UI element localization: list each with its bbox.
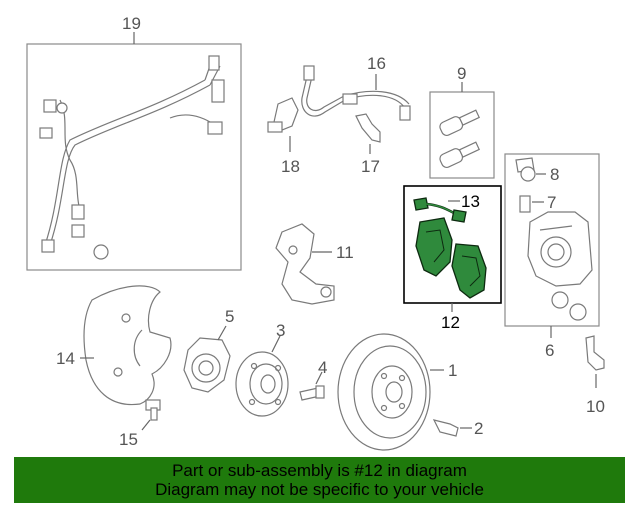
callout-11: 11 bbox=[336, 243, 354, 262]
part-14-splash-shield: 14 bbox=[56, 285, 172, 406]
callout-6: 6 bbox=[545, 341, 554, 360]
part-19-wiring-harness: 19 bbox=[26, 14, 242, 271]
callout-16: 16 bbox=[367, 54, 386, 73]
info-banner: Part or sub-assembly is #12 in diagram D… bbox=[14, 457, 625, 503]
callout-17: 17 bbox=[361, 157, 380, 176]
callout-8: 8 bbox=[550, 165, 559, 184]
callout-2: 2 bbox=[474, 419, 483, 438]
part-17-bracket: 17 bbox=[355, 113, 381, 176]
part-15-bolt: 15 bbox=[119, 399, 161, 449]
callout-1: 1 bbox=[448, 361, 457, 380]
callout-5: 5 bbox=[225, 307, 234, 326]
part-16-brake-hose: 16 bbox=[301, 54, 411, 121]
callout-15: 15 bbox=[119, 430, 138, 449]
callout-9: 9 bbox=[457, 64, 466, 83]
callout-12: 12 bbox=[441, 313, 460, 332]
part-9-guide-pin-kit: 9 bbox=[429, 64, 495, 179]
part-12-brake-pads: 13 12 bbox=[403, 185, 502, 332]
part-18-sensor: 18 bbox=[267, 97, 300, 176]
part-7-bleeder: 7 bbox=[519, 193, 556, 213]
part-4-bolt: 4 bbox=[299, 358, 327, 401]
part-11-caliper-bracket: 11 bbox=[275, 223, 354, 305]
part-3-hub: 3 bbox=[235, 321, 289, 417]
callout-3: 3 bbox=[276, 321, 285, 340]
banner-line-2: Diagram may not be specific to your vehi… bbox=[155, 480, 484, 499]
part-5-bearing: 5 bbox=[183, 307, 234, 393]
part-2-screw: 2 bbox=[432, 419, 483, 438]
brake-parts-diagram: 19 16 18 17 9 bbox=[26, 14, 605, 451]
callout-14: 14 bbox=[56, 349, 75, 368]
part-1-rotor: 1 bbox=[337, 333, 457, 451]
callout-13: 13 bbox=[461, 192, 480, 211]
banner-line-1: Part or sub-assembly is #12 in diagram bbox=[172, 461, 467, 480]
callout-10: 10 bbox=[586, 397, 605, 416]
part-6-caliper: 6 bbox=[504, 153, 600, 360]
callout-18: 18 bbox=[281, 157, 300, 176]
callout-7: 7 bbox=[547, 193, 556, 212]
part-8-cap: 8 bbox=[520, 165, 559, 184]
callout-4: 4 bbox=[318, 358, 327, 377]
part-10-bracket: 10 bbox=[585, 335, 605, 416]
callout-19: 19 bbox=[122, 14, 141, 33]
